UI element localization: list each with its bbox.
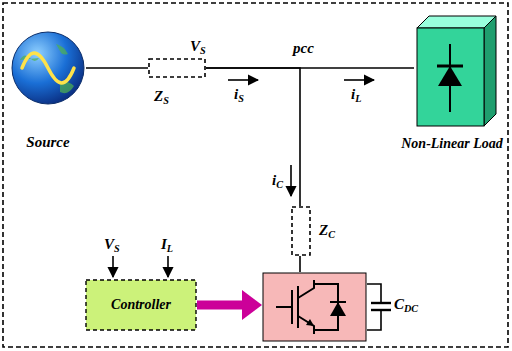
impedance-label: ZS (154, 88, 169, 105)
inverter: CDC (262, 272, 367, 342)
converter-block (262, 272, 367, 342)
wire (300, 256, 301, 272)
current-label: iC (272, 172, 283, 189)
source-impedance: ZS (148, 58, 206, 78)
controller-block: Controller (85, 279, 197, 331)
voltage-label: VS (190, 38, 206, 55)
globe-symbol (10, 30, 86, 106)
junction-label: pcc (293, 40, 314, 57)
current-label: iS (234, 86, 244, 103)
current-label: iL (351, 86, 361, 103)
signal-arrow (167, 256, 169, 277)
signal-label: IL (161, 236, 173, 253)
wire (86, 68, 148, 69)
ac-source: Source (10, 30, 86, 106)
current-arrow (290, 165, 292, 196)
load-block (414, 14, 499, 129)
signal-arrow (112, 256, 114, 277)
node-label: Source (26, 134, 69, 151)
impedance-box (291, 206, 311, 256)
impedance-box (148, 58, 206, 78)
capacitor-label: CDC (394, 296, 418, 313)
wire (206, 68, 300, 206)
current-arrow (344, 79, 374, 81)
current-arrow (228, 79, 258, 81)
nonlinear-load: Non-Linear Load (414, 14, 499, 129)
node-label: Non-Linear Load (401, 136, 503, 151)
signal-label: VS (104, 236, 120, 253)
coupling-impedance: ZC (291, 206, 311, 256)
dc-capacitor (367, 284, 391, 330)
node-label: Controller (111, 297, 171, 312)
impedance-label: ZC (319, 222, 335, 239)
control-arrow (197, 290, 262, 320)
